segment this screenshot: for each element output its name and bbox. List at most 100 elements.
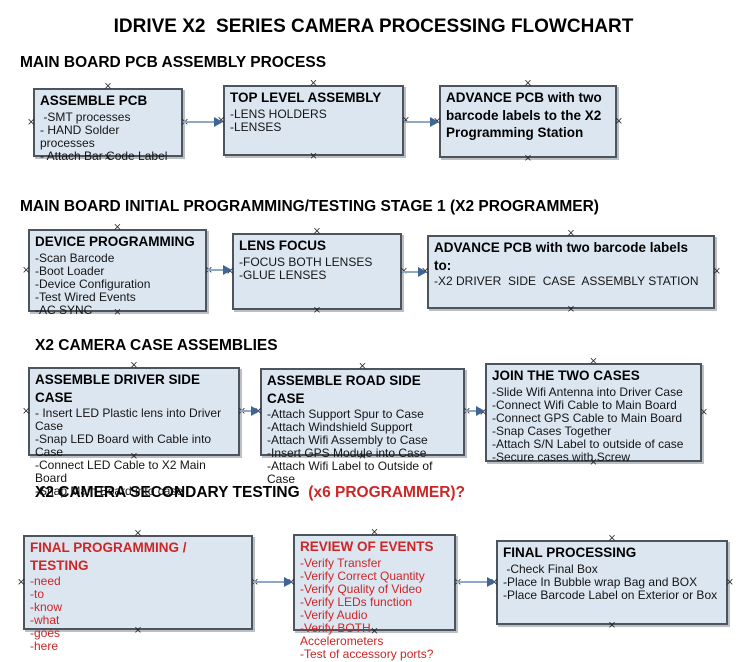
flow-box-assemble-driver-side-case[interactable]: ASSEMBLE DRIVER SIDE CASE - Insert LED P… [22,361,246,498]
box-item: -Connect Wifi Cable to Main Board [492,397,677,412]
box-item: -Attach Windshield Support [267,420,413,435]
box-item: -Place Barcode Label on Exterior or Box [503,587,718,602]
box-items: -X2 DRIVER SIDE CASE ASSEMBLY STATION [434,275,708,288]
box-item: -Verify Quality of Video [300,581,422,596]
connector-handle-icon: × [463,407,471,417]
connector-handle-icon: × [312,226,322,237]
arrow-head-icon [487,577,496,587]
flow-arrow-toplevel-to-advance[interactable] [404,117,439,127]
section-heading-red-text: (x6 PROGRAMMER)? [308,484,466,501]
box-item: -to [30,587,45,602]
box-item: -Test of accessory ports? [300,646,434,661]
section-heading-text: X2 CAMERA SECONDARY TESTING [35,484,309,501]
box-items: -Verify Transfer-Verify Correct Quantity… [300,555,449,661]
flow-arrow-deviceprog-to-lensfocus[interactable] [207,265,232,275]
box-title: DEVICE PROGRAMMING [35,234,195,249]
connector-handle-icon: × [309,151,318,162]
box-title: FINAL PROGRAMMING / TESTING [30,540,191,573]
flow-box-assemble-pcb[interactable]: ASSEMBLE PCB -SMT processes- HAND Solder… [27,82,189,163]
flow-arrow-review-to-finalprocessing[interactable] [456,577,496,587]
box-item: -Verify LEDs function [300,594,413,609]
box-title: ASSEMBLE ROAD SIDE CASE [267,373,425,406]
flow-arrow-roadside-to-join[interactable] [465,406,485,416]
box-item: -AC SYNC [35,302,93,317]
box-title: ADVANCE PCB with two barcode labels to: [434,240,692,273]
box-item: -Place In Bubble wrap Bag and BOX [503,574,698,589]
box-items: -need-to-know-what-goes-here [30,575,246,653]
flow-box-review-of-events[interactable]: REVIEW OF EVENTS -Verify Transfer-Verify… [287,528,462,661]
connector-handle-icon: × [22,405,31,417]
connector-handle-icon: × [312,305,322,316]
section-heading-case-assemblies: X2 CAMERA CASE ASSEMBLIES [35,337,278,355]
box-title: LENS FOCUS [239,238,327,253]
arrow-head-icon [284,577,293,587]
section-heading-pcb-assembly: MAIN BOARD PCB ASSEMBLY PROCESS [20,54,326,72]
box-title: ADVANCE PCB with two barcode labels to t… [446,90,606,141]
box-item: - Attach Bar Code Label [40,148,168,163]
flow-arrow-lensfocus-to-advance[interactable] [402,267,427,277]
box-item: -Verify Correct Quantity [300,568,425,583]
arrow-head-icon [418,267,427,277]
arrow-head-icon [476,406,485,416]
box-item: -Attach Support Spur to Case [267,407,424,422]
box-item: -Boot Loader [35,263,105,278]
flow-box-device-programming[interactable]: DEVICE PROGRAMMING -Scan Barcode-Boot Lo… [22,223,213,318]
flow-box-lens-focus[interactable]: LENS FOCUS -FOCUS BOTH LENSES-GLUE LENSE… [226,227,408,316]
flow-box-top-level-assembly[interactable]: TOP LEVEL ASSEMBLY -LENS HOLDERS-LENSES … [217,79,410,162]
box-item: -what [30,613,60,628]
box-title: ASSEMBLE DRIVER SIDE CASE [35,372,204,405]
connector-handle-icon: × [22,264,31,276]
box-title: REVIEW OF EVENTS [300,539,434,554]
box-item: -X2 DRIVER SIDE CASE ASSEMBLY STATION [434,274,699,289]
arrow-head-icon [214,117,223,127]
connector-handle-icon: × [523,153,533,164]
connector-handle-icon: × [566,228,576,239]
flow-box-final-processing[interactable]: FINAL PROCESSING -Check Final Box-Place … [490,534,734,631]
box-items: -Check Final Box-Place In Bubble wrap Ba… [503,562,721,602]
box-item: -Connect GPS Cable to Main Board [492,410,683,425]
connector-handle-icon: × [699,406,708,418]
flow-arrow-finalprog-to-review[interactable] [253,577,293,587]
connector-handle-icon: × [607,533,617,544]
box-item: -Verify Audio [300,607,368,622]
connector-handle-icon: × [589,356,598,367]
connector-handle-icon: × [523,78,533,89]
box-item: -Secure cases with Screw [492,449,631,464]
flow-box-advance-pcb-driver-side-station[interactable]: ADVANCE PCB with two barcode labels to: … [421,229,721,315]
box-items: -Scan Barcode-Boot Loader-Device Configu… [35,251,200,317]
box-item: -LENSES [230,119,282,134]
box-items: - Insert LED Plastic lens into Driver Ca… [35,407,233,498]
box-item: -Device Configuration [35,276,151,291]
box-item: -Connect LED Cable to X2 Main Board [35,458,210,486]
flow-box-assemble-road-side-case[interactable]: ASSEMBLE ROAD SIDE CASE -Attach Support … [254,362,471,486]
box-item: -Verify BOTH Accelerometers [300,620,384,648]
box-item: -Attach Wifi Label to Outside of Case [267,459,436,487]
box-item: -Snap Main Board into case [35,484,184,499]
section-heading-text: MAIN BOARD PCB ASSEMBLY PROCESS [20,54,327,71]
box-items: -Attach Support Spur to Case-Attach Wind… [267,408,458,486]
flow-box-advance-pcb-programming-station[interactable]: ADVANCE PCB with two barcode labels to t… [433,79,623,164]
box-item: -Slide Wifi Antenna into Driver Case [492,384,683,399]
box-item: -Test Wired Events [35,289,136,304]
section-heading-text: MAIN BOARD INITIAL PROGRAMMING/TESTING S… [20,198,599,215]
flow-arrow-driverside-to-roadside[interactable] [240,406,260,416]
connector-handle-icon: × [27,116,36,128]
connector-handle-icon: × [103,81,113,92]
flow-box-join-the-two-cases[interactable]: JOIN THE TWO CASES -Slide Wifi Antenna i… [479,357,708,468]
connector-handle-icon: × [309,78,318,89]
arrow-head-icon [430,117,439,127]
box-item: -Verify Transfer [300,555,382,570]
box-item: -Snap Cases Together [492,423,612,438]
connector-handle-icon: × [113,222,122,233]
connector-handle-icon: × [370,527,379,538]
arrow-head-icon [251,406,260,416]
connector-handle-icon: × [725,576,734,588]
flow-arrow-assemble-to-toplevel[interactable] [183,117,223,127]
arrow-head-icon [223,265,232,275]
box-item: -know [30,600,63,615]
box-item: -here [30,639,59,654]
flow-box-final-programming-testing[interactable]: FINAL PROGRAMMING / TESTING -need-to-kno… [17,529,259,653]
box-item: -GLUE LENSES [239,267,327,282]
connector-handle-icon: × [358,361,367,372]
